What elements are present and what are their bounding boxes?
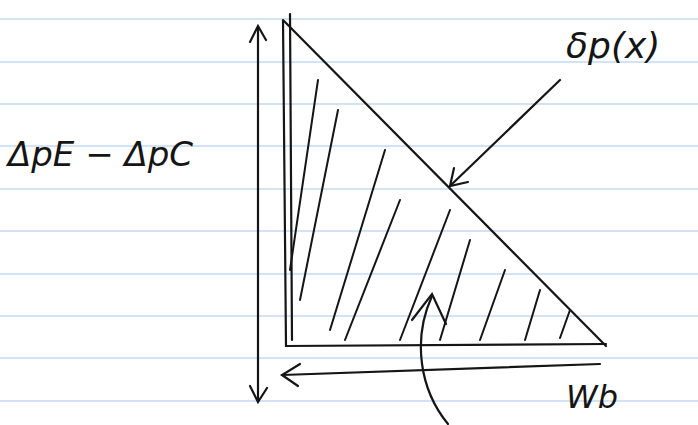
leader-arrow [450, 80, 560, 186]
ruled-lines [0, 19, 698, 401]
height-arrow [250, 26, 267, 402]
triangle [283, 14, 606, 346]
base-width-label: Wb [566, 380, 618, 415]
area-arrow [412, 294, 448, 424]
excess-carrier-label: δp(x) [566, 26, 660, 66]
width-arrow [282, 364, 600, 386]
pressure-difference-label: ΔpE − ΔpC [8, 136, 193, 173]
